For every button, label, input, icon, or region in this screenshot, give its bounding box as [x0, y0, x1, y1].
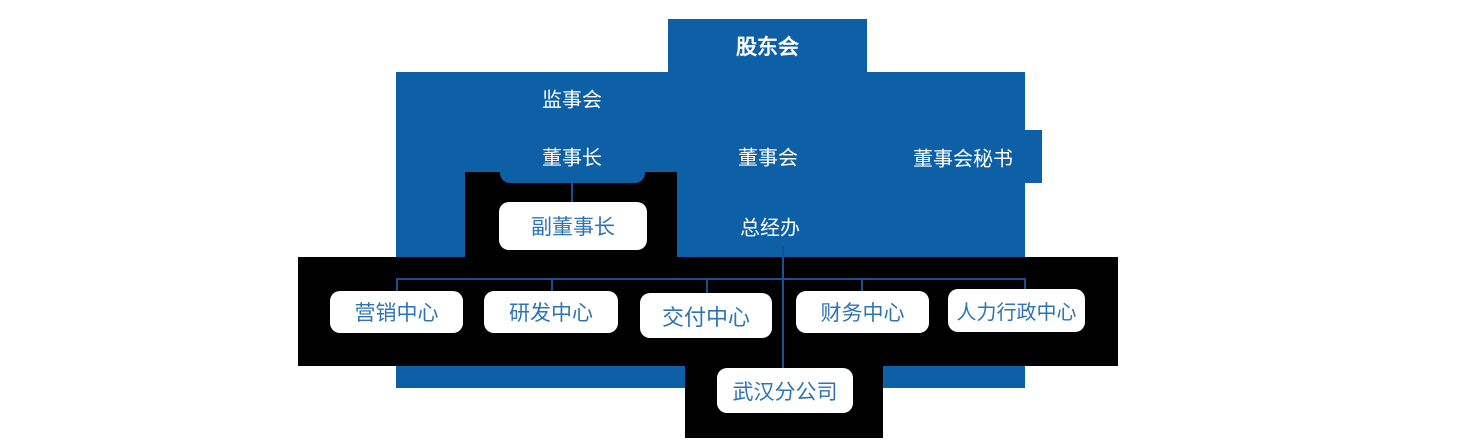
- node-finance-center: 财务中心: [796, 291, 929, 333]
- board-secretary-panel-extension: [1025, 130, 1042, 183]
- connector-drop-finance: [861, 278, 863, 292]
- node-vice-chairman: 副董事长: [499, 202, 647, 250]
- node-supervisory-board: 监事会: [542, 89, 602, 112]
- chairman-tab-notch: [500, 172, 645, 183]
- connector-chairman-to-vice-chairman: [571, 183, 573, 203]
- connector-drop-rd: [551, 278, 553, 292]
- node-shareholders-meeting-label: 股东会: [736, 36, 799, 59]
- node-marketing-center: 营销中心: [330, 291, 463, 333]
- node-hr-admin-center: 人力行政中心: [948, 289, 1085, 332]
- node-gm-office: 总经办: [740, 217, 800, 240]
- node-chairman: 董事长: [542, 147, 602, 170]
- node-delivery-center: 交付中心: [640, 293, 772, 338]
- connector-drop-hr-admin: [1024, 278, 1026, 290]
- node-wuhan-branch: 武汉分公司: [717, 368, 853, 413]
- node-vice-chairman-label: 副董事长: [531, 216, 615, 239]
- node-wuhan-branch-label: 武汉分公司: [732, 380, 838, 404]
- node-hr-admin-center-label: 人力行政中心: [956, 302, 1077, 324]
- node-rd-center: 研发中心: [484, 291, 618, 333]
- node-rd-center-label: 研发中心: [509, 302, 593, 325]
- node-shareholders-meeting: 股东会: [668, 19, 867, 73]
- node-board-secretary: 董事会秘书: [913, 148, 1013, 171]
- node-finance-center-label: 财务中心: [820, 302, 905, 325]
- node-marketing-center-label: 营销中心: [354, 302, 439, 325]
- connector-drop-delivery: [706, 278, 708, 294]
- node-delivery-center-label: 交付中心: [661, 304, 750, 330]
- connector-centers-horizontal: [397, 278, 1026, 280]
- connector-gm-office-to-wuhan-branch: [782, 246, 784, 368]
- node-board-of-directors: 董事会: [738, 147, 798, 170]
- connector-drop-marketing: [396, 278, 398, 292]
